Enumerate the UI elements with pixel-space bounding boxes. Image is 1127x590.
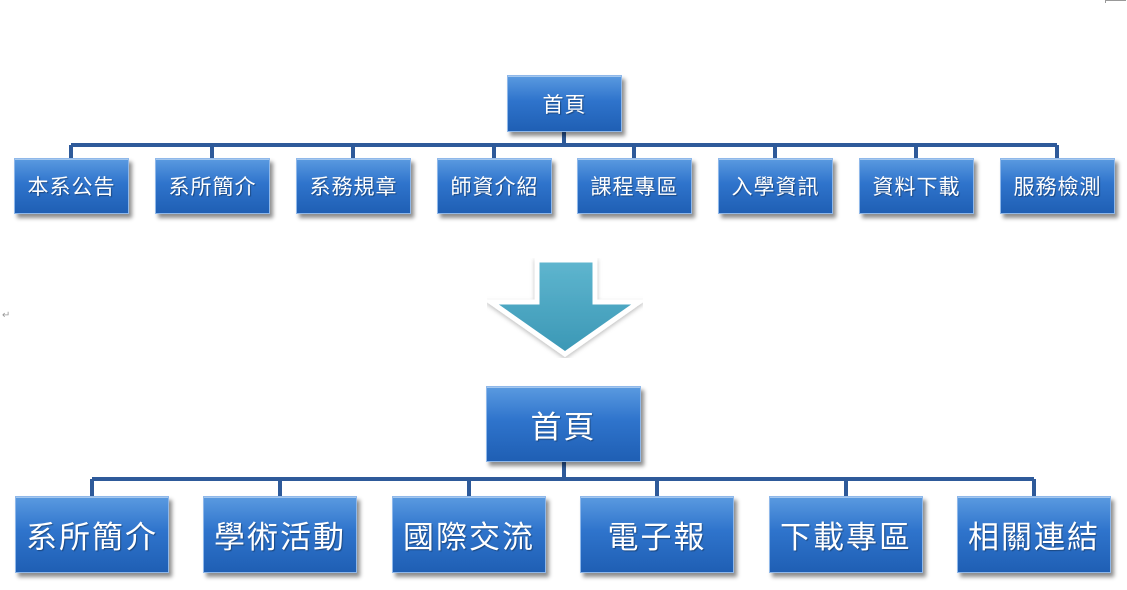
paragraph-mark: ↵ <box>2 310 11 321</box>
after-child-node: 學術活動 <box>203 496 357 573</box>
after-child-node: 下載專區 <box>769 496 923 573</box>
before-child-node: 本系公告 <box>14 158 129 214</box>
before-child-node: 服務檢測 <box>1000 158 1115 214</box>
before-child-node: 課程專區 <box>577 158 692 214</box>
down-arrow-icon <box>487 258 643 358</box>
before-child-node: 資料下載 <box>859 158 974 214</box>
before-child-node: 入學資訊 <box>718 158 833 214</box>
after-child-node: 國際交流 <box>392 496 546 573</box>
before-child-node: 師資介紹 <box>437 158 552 214</box>
before-child-node: 系務規章 <box>296 158 411 214</box>
page-corner-mark <box>1105 0 1126 3</box>
after-root-node: 首頁 <box>486 386 641 462</box>
after-child-node: 相關連結 <box>957 496 1111 573</box>
before-child-node: 系所簡介 <box>155 158 270 214</box>
after-child-node: 系所簡介 <box>15 496 169 573</box>
before-root-node: 首頁 <box>507 75 622 132</box>
after-child-node: 電子報 <box>580 496 734 573</box>
